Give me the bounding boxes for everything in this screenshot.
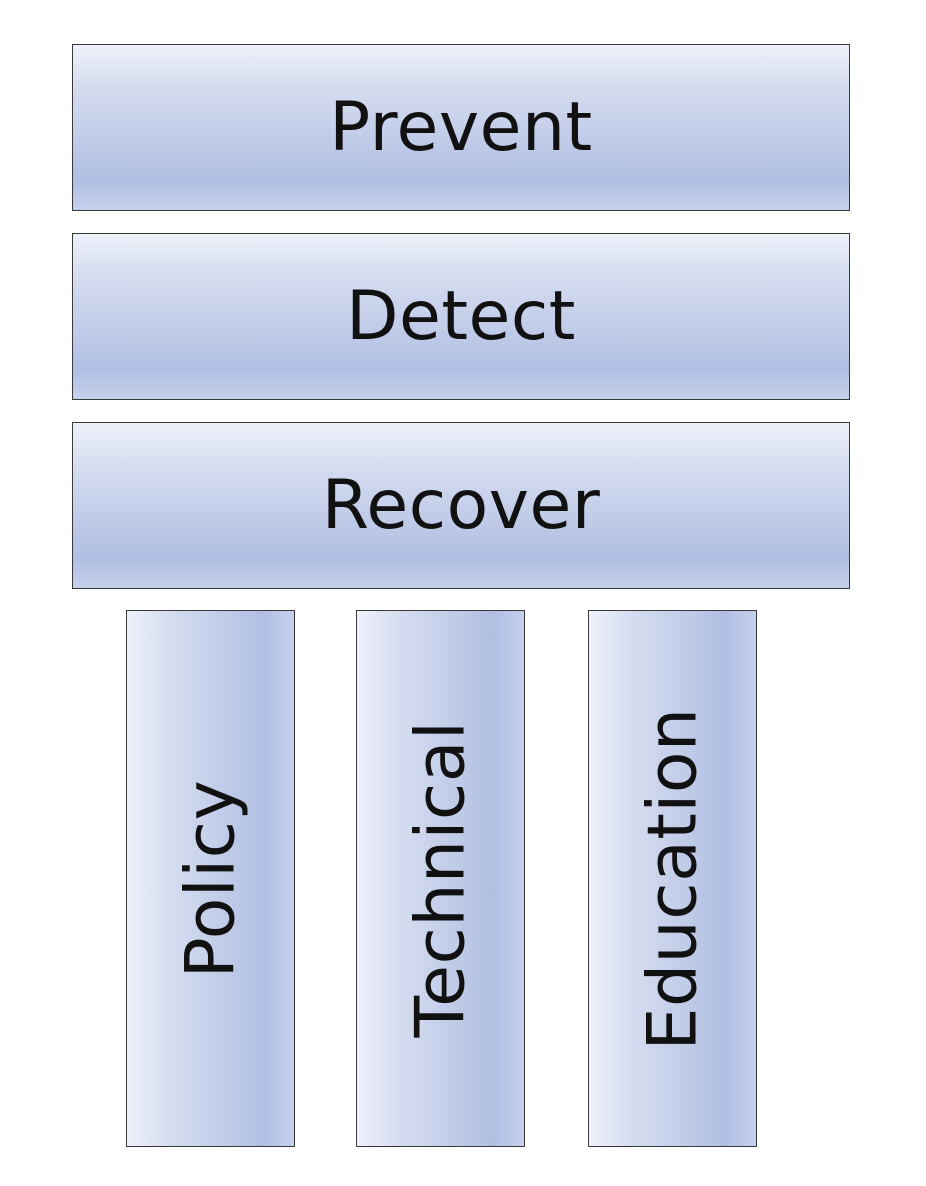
pillar-education: Education bbox=[588, 610, 757, 1147]
layer-detect: Detect bbox=[72, 233, 850, 400]
layer-recover: Recover bbox=[72, 422, 850, 589]
layer-recover-label: Recover bbox=[321, 466, 601, 545]
layer-prevent-label: Prevent bbox=[329, 88, 593, 167]
pillar-policy-label: Policy bbox=[171, 779, 250, 978]
layer-prevent: Prevent bbox=[72, 44, 850, 211]
layer-detect-label: Detect bbox=[346, 277, 576, 356]
pillar-education-label: Education bbox=[633, 706, 712, 1051]
pillar-policy: Policy bbox=[126, 610, 295, 1147]
pillar-technical-label: Technical bbox=[401, 720, 480, 1037]
pillar-technical: Technical bbox=[356, 610, 525, 1147]
